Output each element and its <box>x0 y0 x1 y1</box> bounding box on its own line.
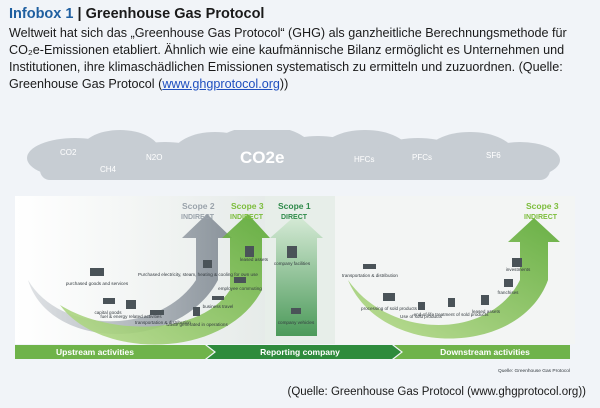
cloud-co2: CO2 <box>60 148 77 157</box>
label-use-sold: Use of sold products <box>400 314 443 319</box>
scope2-title: Scope 2 <box>182 201 215 211</box>
label-transport-up: transportation & distribution <box>135 320 191 325</box>
ship-icon <box>150 310 164 315</box>
cloud-hfcs: HFCs <box>354 155 374 164</box>
plug-icon <box>203 260 212 268</box>
cloud-sf6: SF6 <box>486 151 501 160</box>
band-reporting-label: Reporting company <box>260 347 340 357</box>
cloud-co2e: CO2e <box>240 148 284 167</box>
scope3b-sub: INDIRECT <box>524 214 558 221</box>
building-icon <box>245 246 254 257</box>
band-upstream-label: Upstream activities <box>56 347 134 357</box>
figure-credit: (Quelle: Greenhouse Gas Protocol (www.gh… <box>287 386 586 398</box>
label-processing: processing of sold products <box>361 306 418 311</box>
label-investments: investments <box>506 267 531 272</box>
label-leased-assets-down: leased assets <box>472 309 501 314</box>
cloud-ch4: CH4 <box>100 165 117 174</box>
cloud-pfcs: PFCs <box>412 153 432 162</box>
label-purchased-electricity: Purchased electricity, steam, heating & … <box>138 272 258 277</box>
scope2-arc <box>28 214 232 334</box>
scope3-downstream-arc <box>348 218 560 339</box>
scope2-sub: INDIRECT <box>181 214 215 221</box>
trash-icon <box>193 307 200 316</box>
label-waste: waste generated in operations <box>166 322 228 327</box>
scope3b-title: Scope 3 <box>526 201 559 211</box>
header-separator: | <box>77 6 82 22</box>
band-upstream <box>15 345 214 359</box>
band-downstream-label: Downstream activities <box>440 347 530 357</box>
vehicle-icon <box>291 308 301 314</box>
scope1-column <box>270 214 323 336</box>
investments-icon <box>512 258 522 267</box>
intro-paragraph: Weltweit hat sich das „Greenhouse Gas Pr… <box>9 25 593 93</box>
label-capital-goods: capital goods <box>94 310 122 315</box>
intro-text: Weltweit hat sich das „Greenhouse Gas Pr… <box>9 26 567 91</box>
facility-icon <box>287 246 297 258</box>
scope3-upstream-arc <box>60 214 270 345</box>
label-employee-commuting: employee commuting <box>218 286 262 291</box>
power-plant-icon <box>126 300 136 309</box>
ghg-link[interactable]: www.ghgprotocol.org <box>162 77 280 91</box>
label-transport-down: transportation & distribution <box>342 273 398 278</box>
label-franchises: franchises <box>498 290 520 295</box>
car-icon <box>234 277 246 283</box>
label-end-of-life: end-of-life treatment of sold products <box>414 312 490 317</box>
label-business-travel: business travel <box>203 304 234 309</box>
factory-icon <box>90 268 104 276</box>
factory-icon-down <box>383 293 395 301</box>
label-purchased-goods: purchased goods and services <box>66 281 129 286</box>
ship-icon-down <box>363 264 376 269</box>
figure-source: Quelle: Greenhouse Gas Protocol <box>498 368 570 374</box>
label-company-vehicles: company vehicles <box>278 320 315 325</box>
label-leased-assets-up: leased assets <box>240 257 269 262</box>
cloud-n2o: N2O <box>146 153 162 162</box>
infobox-label: Infobox 1 <box>9 6 74 22</box>
infobox-header: Infobox 1 | Greenhouse Gas Protocol <box>9 6 264 22</box>
intro-close: )) <box>279 77 289 91</box>
ghg-clouds: CO2 CH4 N2O CO2e HFCs PFCs SF6 <box>27 130 560 180</box>
ghg-scopes-figure: CO2 CH4 N2O CO2e HFCs PFCs SF6 Scope 2 I… <box>15 130 575 374</box>
franchise-icon <box>504 279 513 287</box>
band-downstream <box>394 345 570 359</box>
hairdryer-icon <box>418 302 425 310</box>
scope1-title: Scope 1 <box>278 201 311 211</box>
scope3-sub: INDIRECT <box>230 214 264 221</box>
label-fuel-energy: fuel & energy related activities <box>100 314 162 319</box>
label-company-facilities: company facilities <box>274 261 311 266</box>
infobox-title: Greenhouse Gas Protocol <box>85 6 265 22</box>
scope1-sub: DIRECT <box>281 214 308 221</box>
band-reporting <box>207 345 401 359</box>
plane-icon <box>212 296 224 300</box>
recycle-icon <box>448 298 455 307</box>
activity-icons <box>90 246 522 316</box>
leased-building-icon <box>481 295 489 305</box>
scope3-title: Scope 3 <box>231 201 264 211</box>
truck-icon <box>103 298 115 304</box>
